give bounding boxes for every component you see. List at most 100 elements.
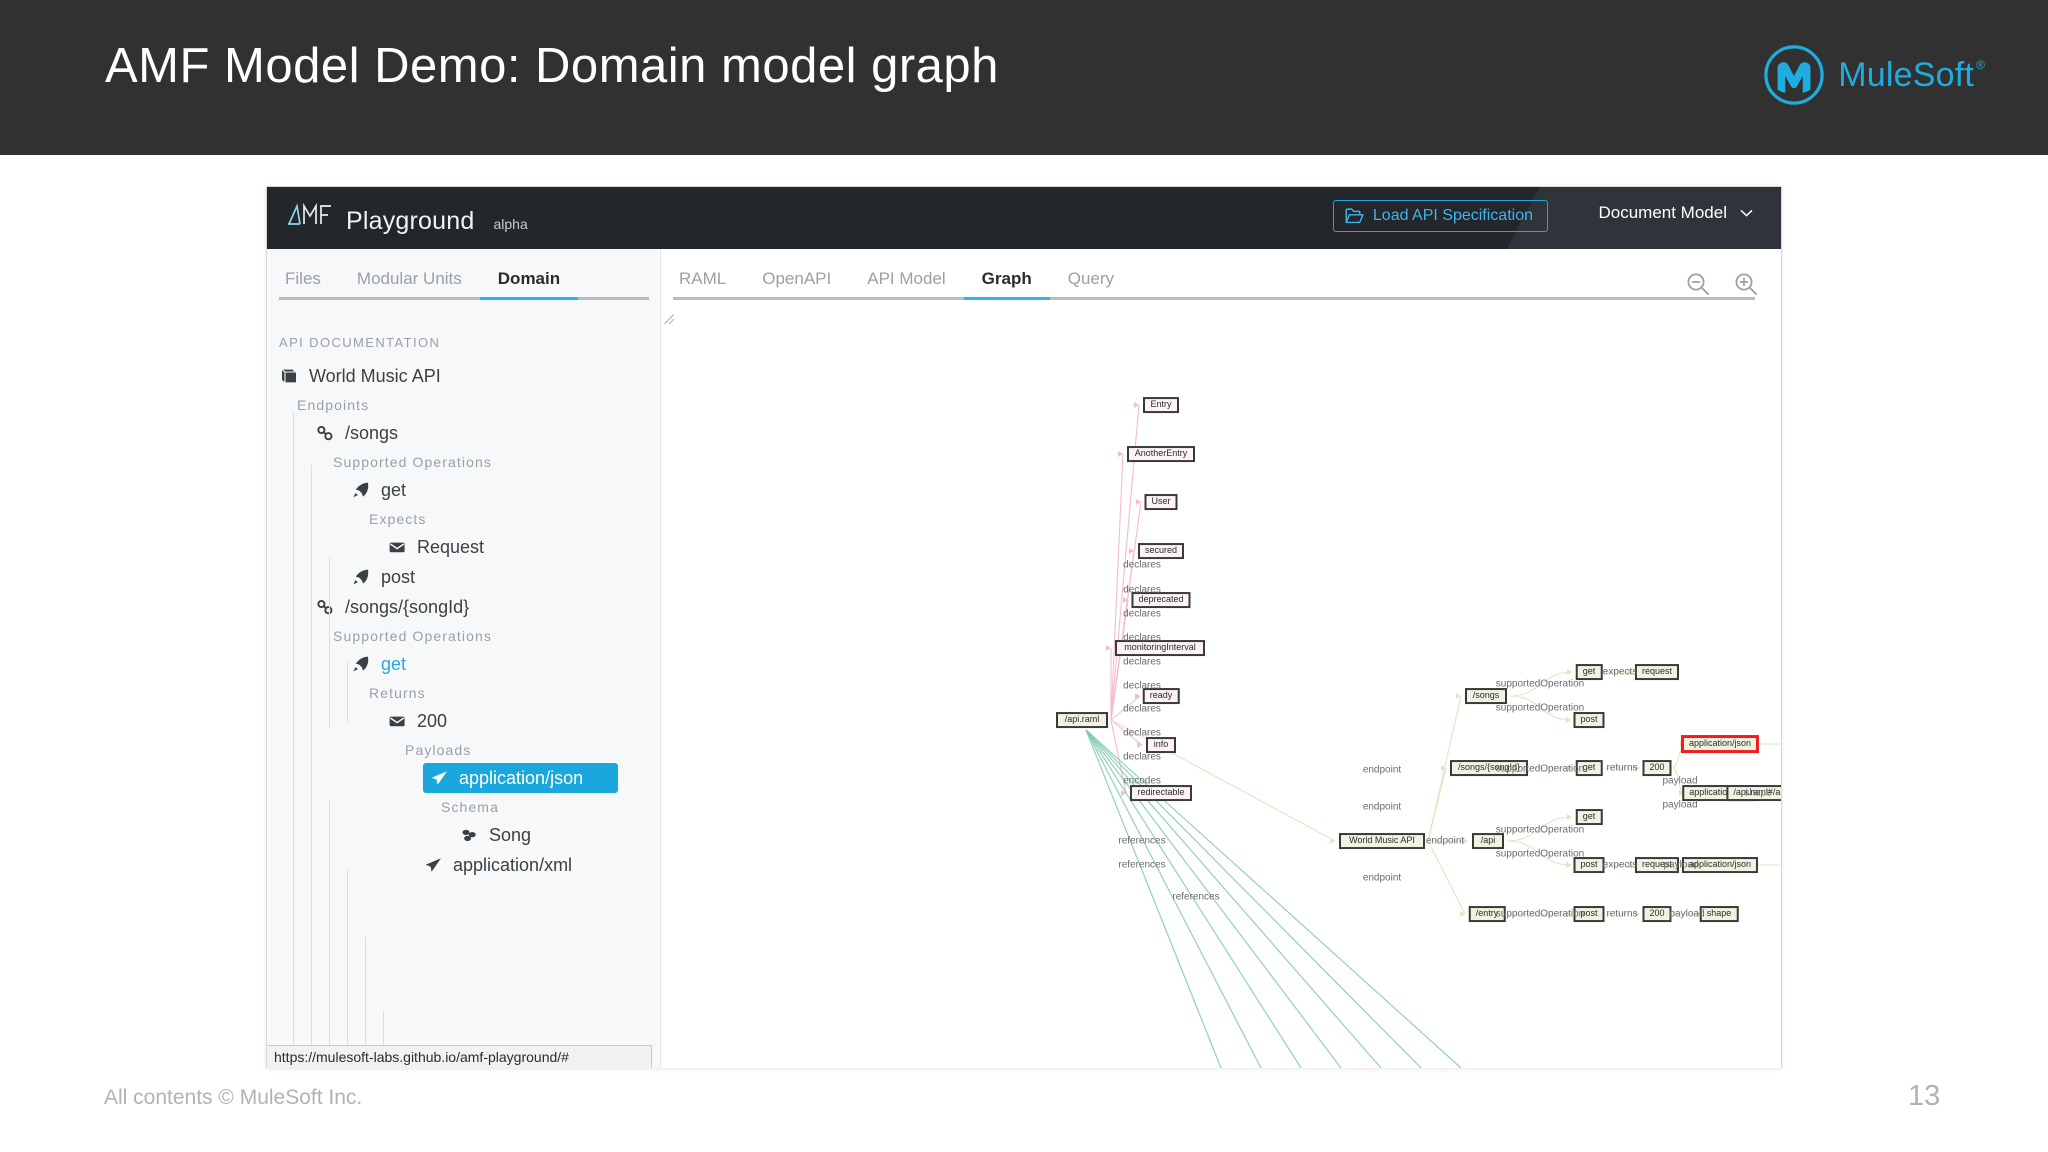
graph-edge-arrow xyxy=(1134,402,1139,408)
graph-edge xyxy=(1509,695,1572,721)
tree-item-get[interactable]: get xyxy=(351,475,660,505)
graph-edge-arrow xyxy=(1129,548,1134,554)
mulesoft-logo: MuleSoft® xyxy=(1763,44,1985,106)
graph-node-songsid[interactable]: /songs/{songId} xyxy=(1450,760,1528,776)
document-model-label: Document Model xyxy=(1598,203,1727,222)
tree-item-post[interactable]: post xyxy=(351,562,660,592)
tab-graph[interactable]: Graph xyxy=(981,269,1032,288)
graph-node-get1[interactable]: get xyxy=(1575,664,1603,680)
graph-node-post1[interactable]: post xyxy=(1573,712,1605,728)
tab-raml[interactable]: RAML xyxy=(679,269,727,288)
zoom-out-icon[interactable] xyxy=(1685,271,1711,297)
tree-guide-line xyxy=(347,869,348,1068)
graph-node-anotherentry[interactable]: AnotherEntry xyxy=(1127,446,1195,462)
document-model-dropdown[interactable]: Document Model xyxy=(1598,203,1753,223)
tree-item-label: application/json xyxy=(459,767,584,788)
graph-node-api[interactable]: /api xyxy=(1472,833,1504,849)
tree-item--songs-songid-[interactable]: /songs/{songId} xyxy=(315,592,660,622)
graph-edge xyxy=(1506,840,1572,866)
graph-node-appjson2[interactable]: application/json xyxy=(1681,857,1759,873)
graph-node-shapeend[interactable]: shape xyxy=(1699,906,1739,922)
chevron-down-icon xyxy=(1740,209,1753,217)
graph-edge-arrow xyxy=(1121,790,1126,796)
tree-group-label: Schema xyxy=(441,798,499,815)
tree-item-application-xml[interactable]: application/xml xyxy=(423,850,660,880)
send-icon xyxy=(423,856,443,874)
graph-node-appjson-sel[interactable]: application/json xyxy=(1680,735,1760,753)
graph-node-user[interactable]: User xyxy=(1144,494,1178,510)
graph-node-post3[interactable]: post xyxy=(1573,906,1605,922)
graph-edge-arrow xyxy=(1566,862,1571,868)
right-panel: RAML OpenAPI API Model Graph Query xyxy=(661,249,1781,1068)
app-alpha-badge: alpha xyxy=(493,216,528,232)
graph-node-deprecated[interactable]: deprecated xyxy=(1131,592,1191,608)
graph-node-monitoring[interactable]: monitoringInterval xyxy=(1115,640,1205,656)
link-icon xyxy=(315,424,335,442)
zoom-in-icon[interactable] xyxy=(1733,271,1759,297)
tree-item-label: Request xyxy=(417,536,485,557)
graph-node-http200b[interactable]: 200 xyxy=(1642,906,1672,922)
app-branding: Playground alpha xyxy=(287,201,528,236)
tab-underline xyxy=(673,297,1755,300)
status-bar-url: https://mulesoft-labs.github.io/amf-play… xyxy=(274,1049,569,1065)
api-documentation-section-label: API DOCUMENTATION xyxy=(279,335,441,350)
tree-item-label: World Music API xyxy=(309,365,441,386)
tree-guide-line xyxy=(329,801,330,1068)
graph-node-entry[interactable]: Entry xyxy=(1143,397,1179,413)
graph-edge xyxy=(1085,729,1342,1068)
graph-edge-arrow xyxy=(1136,499,1141,505)
resize-grip-icon[interactable] xyxy=(661,311,675,325)
graph-node-request2[interactable]: request xyxy=(1634,857,1680,873)
tree-group-label: Returns xyxy=(369,684,426,701)
tree-item-200[interactable]: 200 xyxy=(387,706,660,736)
graph-edge-arrow xyxy=(1135,693,1140,699)
graph-edge-arrow xyxy=(1635,911,1640,917)
graph-node-ready[interactable]: ready xyxy=(1142,688,1180,704)
shape-icon xyxy=(459,826,479,844)
graph-node-worldmusic[interactable]: World Music API xyxy=(1339,833,1425,849)
graph-edge-arrow xyxy=(1441,765,1446,771)
page-number: 13 xyxy=(1908,1080,1941,1112)
tab-domain[interactable]: Domain xyxy=(497,269,561,288)
graph-node-http200a[interactable]: 200 xyxy=(1642,760,1672,776)
graph-node-info[interactable]: info xyxy=(1146,737,1176,753)
graph-node-get3[interactable]: get xyxy=(1575,809,1603,825)
tree-item-application-json[interactable]: application/json xyxy=(423,763,618,793)
graph-node-secured[interactable]: secured xyxy=(1137,543,1185,559)
graph-node-apiraml[interactable]: /api.raml xyxy=(1056,712,1108,728)
graph-edge-arrow xyxy=(1567,765,1572,771)
tab-files[interactable]: Files xyxy=(285,269,321,288)
tree-item--songs[interactable]: /songs xyxy=(315,418,660,448)
graph-node-request1[interactable]: request xyxy=(1634,664,1680,680)
tab-api-model[interactable]: API Model xyxy=(867,269,946,288)
graph-node-get2[interactable]: get xyxy=(1575,760,1603,776)
graph-edge xyxy=(1509,671,1573,697)
browser-status-bar: https://mulesoft-labs.github.io/amf-play… xyxy=(267,1045,652,1068)
graph-edge-arrow xyxy=(1566,911,1571,917)
graph-node-post2[interactable]: post xyxy=(1573,857,1605,873)
tree-item-request[interactable]: Request xyxy=(387,532,660,562)
graph-edge-arrow xyxy=(1330,838,1335,844)
tree-item-world-music-api[interactable]: World Music API xyxy=(279,361,660,391)
graph-node-schemauri[interactable]: /api.raml#/api-documentation/end-points/… xyxy=(1726,785,1781,801)
brand-name-text: MuleSoft xyxy=(1838,55,1974,94)
tree-guide-line xyxy=(293,413,294,1068)
graph-edge-arrow xyxy=(1628,669,1633,675)
load-api-specification-button[interactable]: Load API Specification xyxy=(1332,200,1548,232)
send-icon xyxy=(429,769,449,787)
amf-logo-icon xyxy=(288,202,331,225)
tab-query[interactable]: Query xyxy=(1067,269,1115,288)
graph-edge-arrow xyxy=(1679,790,1684,796)
tree-item-get[interactable]: get xyxy=(351,649,660,679)
tree-item-song[interactable]: Song xyxy=(459,820,660,850)
graph-edge xyxy=(1110,719,1143,746)
graph-node-songs[interactable]: /songs xyxy=(1465,688,1507,704)
tab-openapi[interactable]: OpenAPI xyxy=(762,269,832,288)
graph-node-entrypath[interactable]: /entry xyxy=(1468,906,1506,922)
mulesoft-mark-icon xyxy=(1764,45,1824,105)
tree-guide-line xyxy=(329,557,330,727)
graph-node-redirectable[interactable]: redirectable xyxy=(1130,785,1192,801)
tab-modular-units[interactable]: Modular Units xyxy=(356,269,462,288)
